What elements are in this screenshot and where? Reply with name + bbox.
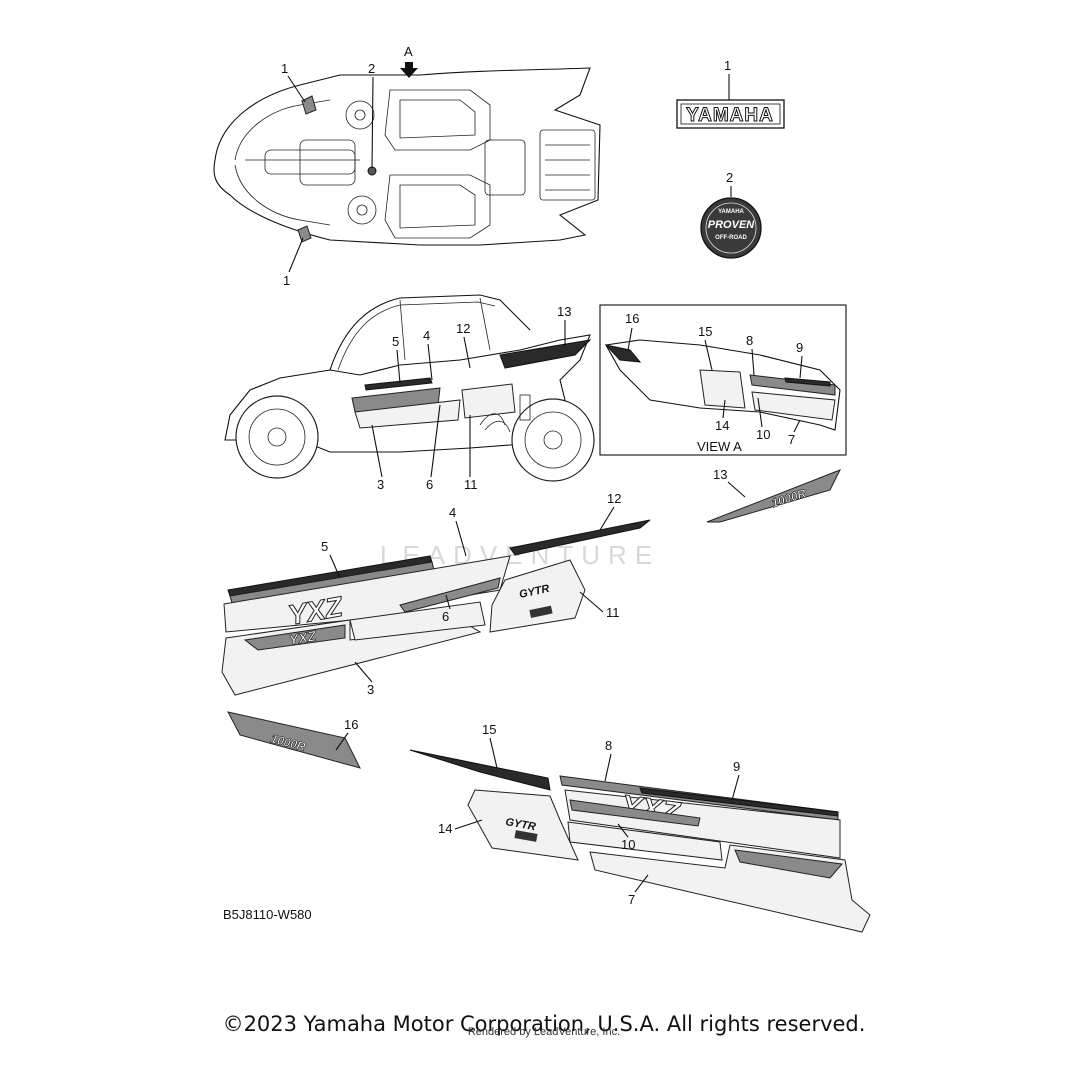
callouts-left-set: 5 4 12 6 11 3: [321, 491, 621, 697]
callout-2a: 2: [368, 61, 375, 76]
callout-11b: 11: [606, 605, 620, 620]
callout-8b: 8: [605, 738, 612, 753]
view-a-arrow: A: [400, 44, 418, 78]
decal-14-text: GYTR: [504, 816, 536, 833]
callout-16b: 16: [344, 717, 358, 732]
decal-set-left: YXZ YXZ GYTR: [221, 519, 651, 696]
badge-bottom-text: OFF-ROAD: [715, 235, 747, 241]
proven-offroad-badge: 2 YAMAHA PROVEN OFF-ROAD: [700, 170, 762, 259]
callout-1c: 1: [724, 58, 731, 73]
yamaha-logo-decal: 1 YAMAHA: [676, 58, 785, 129]
callout-14b: 14: [438, 821, 452, 836]
callout-15b: 15: [482, 722, 496, 737]
callout-4b: 4: [449, 505, 456, 520]
callout-16a: 16: [625, 311, 639, 326]
callout-4a: 4: [423, 328, 430, 343]
callouts-side: 5 4 12 13 3 6 11: [371, 304, 571, 492]
callout-8a: 8: [746, 333, 753, 348]
callout-3a: 3: [377, 477, 384, 492]
vehicle-side-view: [224, 294, 595, 482]
vehicle-top-view: [213, 67, 601, 246]
callout-10b: 10: [621, 837, 635, 852]
callout-7a: 7: [788, 432, 795, 447]
callout-1b: 1: [283, 273, 290, 288]
callout-2b: 2: [726, 170, 733, 185]
callout-12a: 12: [456, 321, 470, 336]
yamaha-logo-text: YAMAHA: [686, 105, 774, 126]
copyright-text: ©2023 Yamaha Motor Corporation, U.S.A. A…: [222, 1012, 866, 1036]
callout-11a: 11: [464, 477, 478, 492]
decal-3-text: YXZ: [288, 627, 318, 648]
callout-6b: 6: [442, 609, 449, 624]
callout-10a: 10: [756, 427, 770, 442]
callout-6a: 6: [426, 477, 433, 492]
decal-set-right: GYTR YXZ: [409, 749, 871, 933]
part-code: B5J8110-W580: [223, 907, 312, 922]
callout-7b: 7: [628, 892, 635, 907]
callouts-top: 1 2 1: [281, 61, 375, 288]
callout-3b: 3: [367, 682, 374, 697]
callout-9b: 9: [733, 759, 740, 774]
view-a-box: 16 15 8 9 14 10 7 VIEW A: [599, 304, 847, 456]
view-a-label: VIEW A: [697, 439, 742, 454]
callout-15a: 15: [698, 324, 712, 339]
callout-14a: 14: [715, 418, 729, 433]
callout-5b: 5: [321, 539, 328, 554]
callout-9a: 9: [796, 340, 803, 355]
badge-top-text: YAMAHA: [718, 209, 744, 215]
view-arrow-label: A: [404, 44, 413, 59]
rendered-by-text: Rendered by LeadVenture, Inc.: [467, 1026, 621, 1038]
badge-mid-text: PROVEN: [708, 219, 756, 231]
callout-13b: 13: [713, 467, 727, 482]
callout-1a: 1: [281, 61, 288, 76]
decal-13-1000r: 13 1000R: [706, 467, 842, 523]
callout-13a: 13: [557, 304, 571, 319]
decal-16-1000r: 1000R 16: [227, 711, 361, 769]
callouts-right-set: 15 8 9 14 10 7: [438, 722, 740, 907]
callout-5a: 5: [392, 334, 399, 349]
callout-12b: 12: [607, 491, 621, 506]
